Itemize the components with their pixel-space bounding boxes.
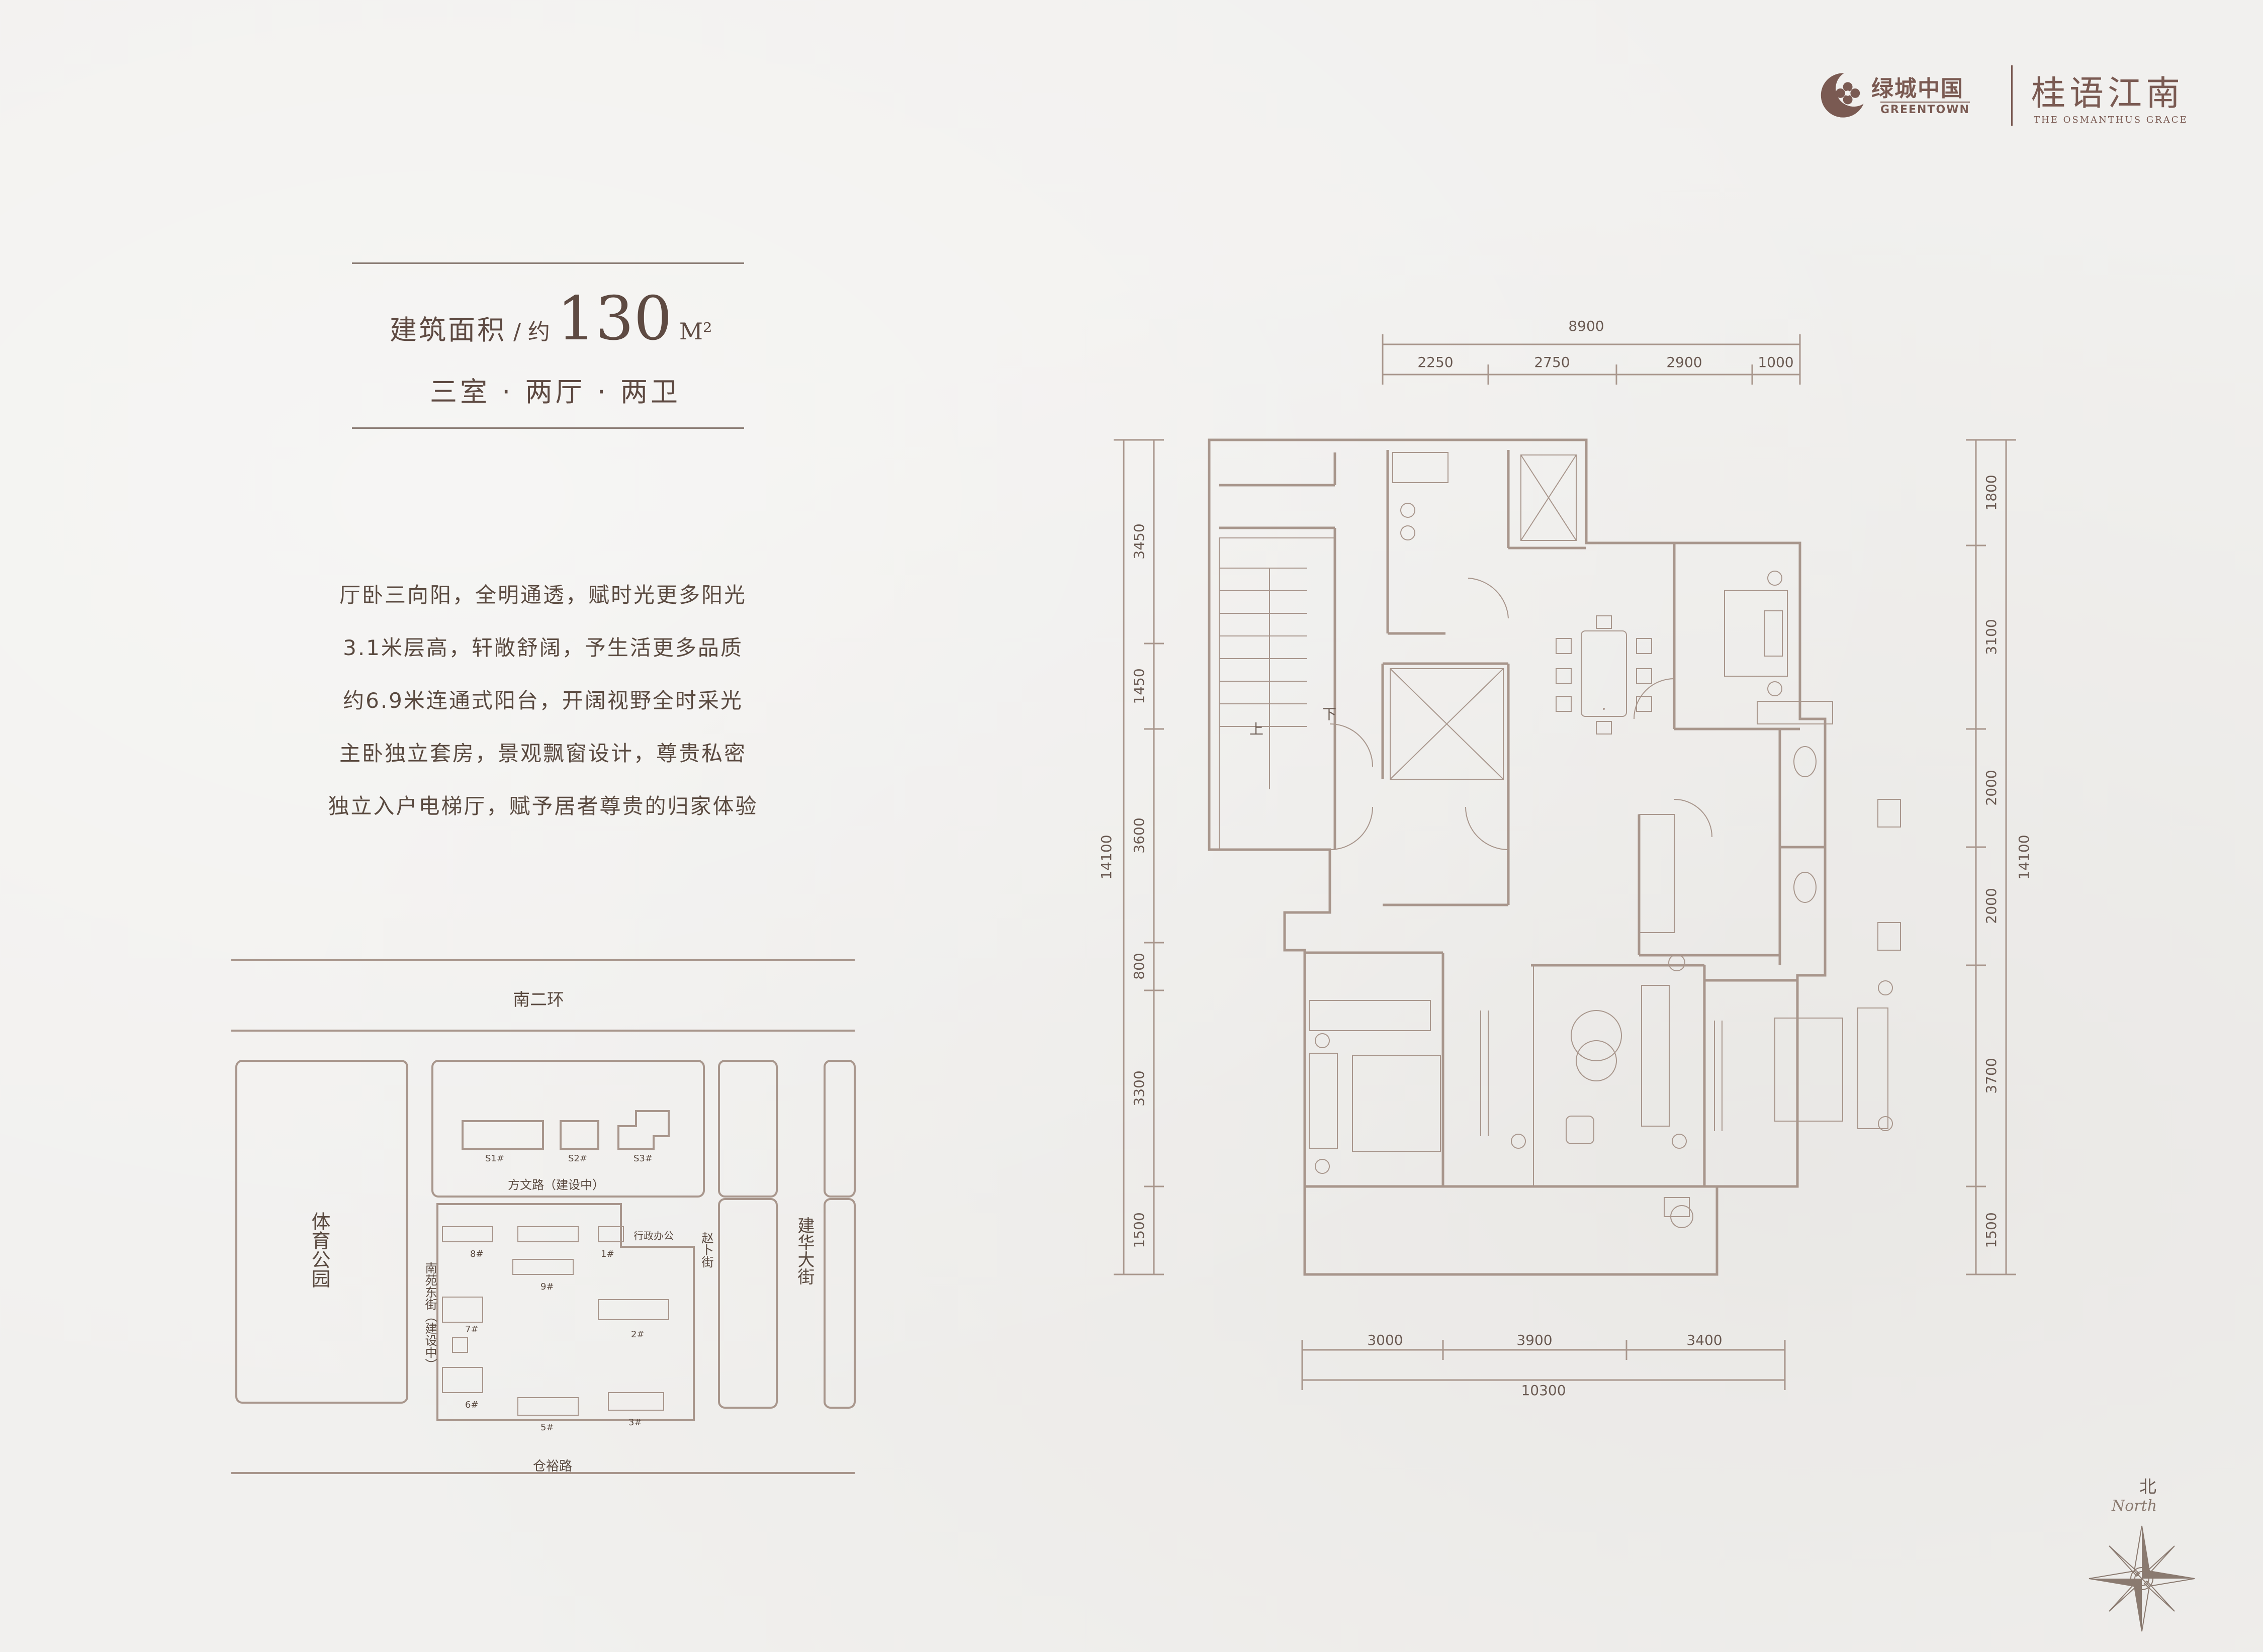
- dim-bottom-total: 10300: [1521, 1382, 1566, 1398]
- building-6: 6#: [465, 1400, 479, 1410]
- greentown-logo: [1815, 68, 1868, 123]
- bottom-rule: [352, 427, 744, 429]
- dim-bottom-2: 3900: [1516, 1332, 1552, 1348]
- dim-right-total: 14100: [2016, 835, 2032, 879]
- dim-top-3: 2900: [1666, 354, 1702, 371]
- area-line: 建筑面积 / 约 130 M²: [390, 289, 712, 349]
- dim-left-1: 3450: [1131, 523, 1147, 559]
- area-approx: 约: [527, 319, 550, 345]
- feature-3: 约6.9米连通式阳台，开阔视野全时采光: [343, 688, 743, 713]
- road-west-label: 南苑东街（建设中）: [423, 1262, 437, 1370]
- building-7: 7#: [465, 1324, 479, 1335]
- room-layout: 三室 · 两厅 · 两卫: [430, 376, 681, 408]
- road-east1-label: 赵卜街: [699, 1232, 713, 1268]
- logo-divider: [2011, 65, 2013, 126]
- top-rule: [352, 262, 744, 264]
- building-2: 2#: [631, 1329, 645, 1340]
- building-s3: S3#: [633, 1153, 653, 1164]
- road-east2-label: 建华大街: [794, 1217, 814, 1285]
- dim-right-4: 2000: [1983, 888, 2000, 924]
- building-5: 5#: [540, 1422, 554, 1433]
- building-8: 8#: [470, 1249, 484, 1259]
- greentown-flower-icon: [1821, 73, 1864, 118]
- road-north-label: 南二环: [513, 990, 564, 1010]
- dim-bottom-3: 3400: [1686, 1332, 1722, 1348]
- north-label-en: North: [2112, 1497, 2157, 1515]
- area-value: 130: [557, 284, 672, 354]
- park-label: 体育公园: [308, 1212, 330, 1288]
- dim-right-2: 3100: [1983, 619, 2000, 655]
- building-s2: S2#: [568, 1153, 587, 1164]
- dim-left-2: 1450: [1131, 668, 1147, 704]
- dim-left-4: 800: [1131, 953, 1147, 979]
- project-name-en: THE OSMANTHUS GRACE: [2034, 115, 2188, 125]
- compass-rose-icon: [2089, 1525, 2195, 1632]
- dim-right-5: 3700: [1983, 1058, 2000, 1093]
- dim-left-total: 14100: [1098, 835, 1115, 879]
- road-middle-label: 方文路（建设中）: [508, 1178, 604, 1192]
- area-separator: /: [513, 319, 521, 345]
- area-label: 建筑面积: [390, 314, 506, 346]
- dim-left-6: 1500: [1131, 1212, 1147, 1248]
- brand-name-en: GREENTOWN: [1880, 102, 1970, 116]
- dim-top-4: 1000: [1758, 354, 1793, 371]
- north-label-cn: 北: [2139, 1477, 2156, 1497]
- brand-name-cn: 绿城中国: [1871, 76, 1964, 102]
- building-9: 9#: [540, 1281, 554, 1292]
- building-s1: S1#: [485, 1153, 504, 1164]
- dim-top-total: 8900: [1568, 318, 1604, 334]
- dim-top-1: 2250: [1417, 354, 1453, 371]
- feature-2: 3.1米层高，轩敞舒阔，予生活更多品质: [343, 635, 743, 660]
- floor-plan: 8900 2250 2750 2900 1000 3000 3900 3400 …: [1098, 318, 2032, 1398]
- feature-1: 厅卧三向阳，全明通透，赋时光更多阳光: [339, 583, 747, 607]
- building-3: 3#: [628, 1417, 642, 1428]
- dim-bottom-1: 3000: [1367, 1332, 1403, 1348]
- building-1: 1#: [601, 1249, 614, 1259]
- office-label: 行政办公: [633, 1230, 674, 1242]
- dim-top-2: 2750: [1534, 354, 1570, 371]
- dim-right-6: 1500: [1983, 1212, 2000, 1248]
- site-map: 南二环 仓裕路 方文路（建设中） 南苑东街（建设中） 赵卜街 建华大街 体育公园…: [231, 959, 856, 1474]
- dim-right-3: 2000: [1983, 770, 2000, 805]
- dim-left-5: 3300: [1131, 1070, 1147, 1106]
- stair-down-label: 下: [1322, 706, 1336, 722]
- area-unit: M²: [679, 318, 712, 345]
- project-name-cn: 桂语江南: [2031, 74, 2185, 114]
- dim-left-3: 3600: [1131, 817, 1147, 853]
- road-south-label: 仓裕路: [533, 1459, 572, 1474]
- stair-up-label: 上: [1249, 721, 1263, 738]
- feature-5: 独立入户电梯厅，赋予居者尊贵的归家体验: [328, 794, 758, 818]
- feature-4: 主卧独立套房，景观飘窗设计，尊贵私密: [339, 741, 747, 766]
- dim-right-1: 1800: [1983, 475, 2000, 510]
